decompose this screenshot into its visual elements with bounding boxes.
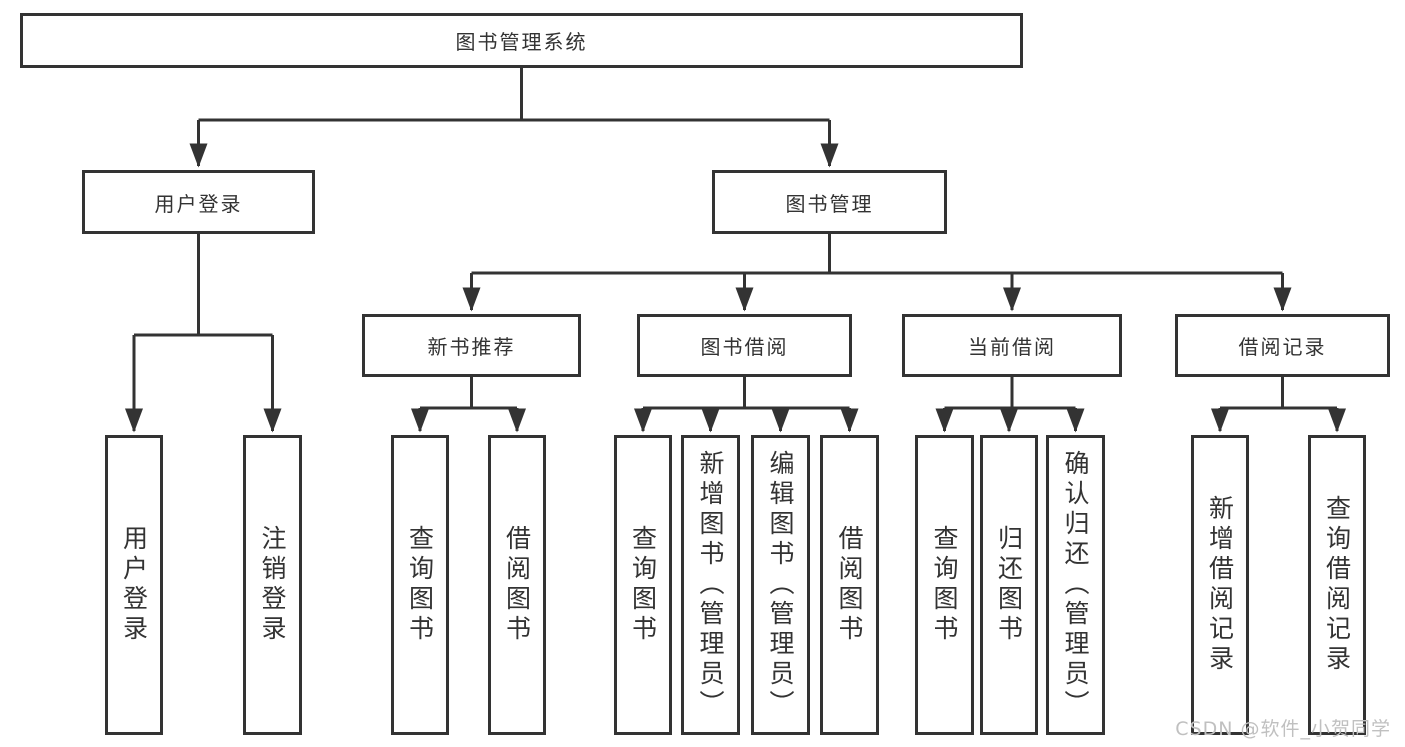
node-book-management: 图书管理 bbox=[712, 170, 947, 234]
leaf-return-books: 归还图书 bbox=[980, 435, 1038, 735]
node-label: 当前借阅 bbox=[968, 335, 1056, 359]
leaf-borrow-books-1: 借阅图书 bbox=[488, 435, 546, 735]
leaf-user-login: 用户登录 bbox=[105, 435, 163, 735]
node-label: 借阅图书 bbox=[502, 525, 532, 645]
node-label: 编辑图书（管理员） bbox=[766, 450, 795, 720]
leaf-query-books-1: 查询图书 bbox=[391, 435, 449, 735]
leaf-add-books-admin: 新增图书（管理员） bbox=[681, 435, 740, 735]
node-label: 新书推荐 bbox=[427, 335, 516, 359]
node-label: 查询图书 bbox=[628, 525, 658, 645]
leaf-confirm-return-admin: 确认归还（管理员） bbox=[1046, 435, 1105, 735]
node-label: 查询借阅记录 bbox=[1322, 495, 1352, 675]
leaf-add-borrow-record: 新增借阅记录 bbox=[1191, 435, 1249, 735]
node-label: 确认归还（管理员） bbox=[1061, 450, 1090, 720]
node-label: 新增图书（管理员） bbox=[696, 450, 725, 720]
leaf-edit-books-admin: 编辑图书（管理员） bbox=[751, 435, 810, 735]
node-label: 查询图书 bbox=[405, 525, 435, 645]
leaf-borrow-books-2: 借阅图书 bbox=[820, 435, 879, 735]
node-current-borrow: 当前借阅 bbox=[902, 314, 1122, 377]
node-label: 查询图书 bbox=[930, 525, 959, 645]
node-label: 用户登录 bbox=[119, 525, 149, 645]
node-label: 注销登录 bbox=[258, 525, 287, 645]
node-label: 新增借阅记录 bbox=[1205, 495, 1235, 675]
leaf-logout: 注销登录 bbox=[243, 435, 302, 735]
arrow-icons bbox=[125, 120, 1346, 433]
node-user-login: 用户登录 bbox=[82, 170, 315, 234]
node-label: 借阅记录 bbox=[1238, 335, 1327, 359]
node-label: 用户登录 bbox=[154, 191, 243, 216]
leaf-query-books-3: 查询图书 bbox=[915, 435, 974, 735]
node-borrow-records: 借阅记录 bbox=[1175, 314, 1390, 377]
node-new-book-recommend: 新书推荐 bbox=[362, 314, 581, 377]
node-label: 借阅图书 bbox=[835, 525, 864, 645]
node-label: 归还图书 bbox=[994, 525, 1024, 645]
node-label: 图书管理系统 bbox=[455, 30, 588, 54]
leaf-query-borrow-record: 查询借阅记录 bbox=[1308, 435, 1366, 735]
node-book-borrow: 图书借阅 bbox=[637, 314, 852, 377]
node-label: 图书借阅 bbox=[700, 335, 789, 359]
leaf-query-books-2: 查询图书 bbox=[614, 435, 672, 735]
node-root-system: 图书管理系统 bbox=[20, 13, 1023, 68]
node-label: 图书管理 bbox=[785, 191, 874, 216]
csdn-watermark: CSDN @软件_小贺同学 bbox=[1175, 718, 1391, 740]
